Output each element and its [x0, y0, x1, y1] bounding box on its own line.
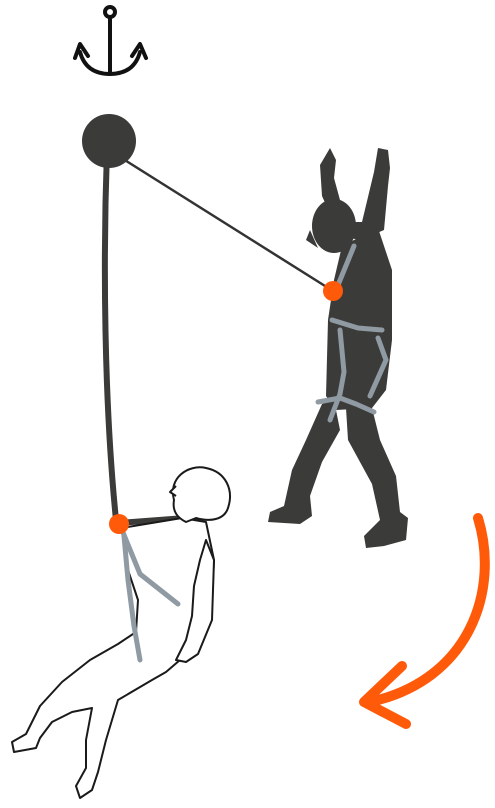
lanyard-before [112, 152, 333, 291]
chest-attachment-after [109, 514, 129, 534]
worker-before-fall [268, 148, 408, 548]
swing-arrow-icon [364, 518, 485, 724]
anchor-icon [75, 7, 146, 74]
lanyard-after [105, 150, 116, 520]
chest-attachment-before [323, 281, 343, 301]
pulley-icon [82, 114, 136, 168]
